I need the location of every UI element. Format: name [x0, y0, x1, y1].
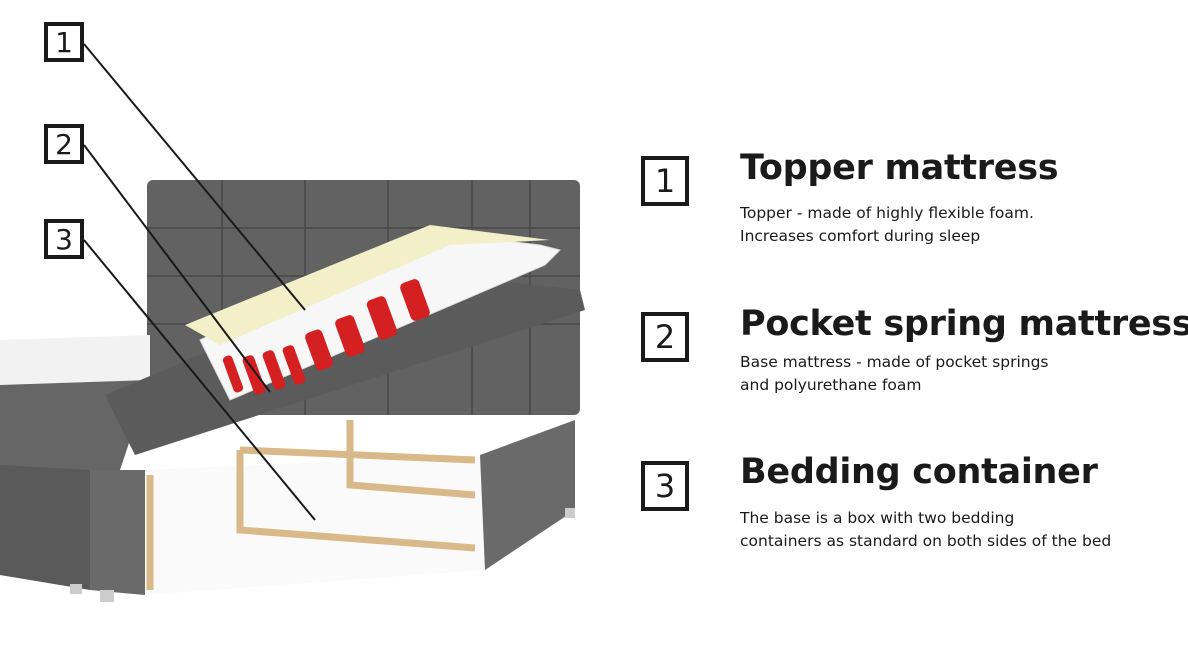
legend-number-3: 3	[641, 461, 689, 511]
legend-desc-1: Topper - made of highly flexible foam. I…	[740, 202, 1034, 248]
legend-desc-2: Base mattress - made of pocket springs a…	[740, 351, 1049, 397]
marker-2: 2	[44, 124, 84, 164]
pocket-springs	[222, 279, 430, 395]
legend-title-2: Pocket spring mattress	[740, 304, 1188, 344]
legend-title-3: Bedding container	[740, 452, 1098, 492]
bed-base	[0, 335, 575, 602]
legend-desc-3: The base is a box with two bedding conta…	[740, 507, 1111, 553]
lifted-mattress	[105, 225, 585, 455]
desc-line: Base mattress - made of pocket springs	[740, 353, 1049, 371]
wooden-frame	[146, 420, 476, 590]
desc-line: The base is a box with two bedding	[740, 509, 1015, 527]
legend-number-2: 2	[641, 312, 689, 362]
legend-title-1: Topper mattress	[740, 148, 1059, 188]
marker-1: 1	[44, 22, 84, 62]
leader-lines	[83, 43, 316, 521]
legend-number-1: 1	[641, 156, 689, 206]
marker-3: 3	[44, 219, 84, 259]
desc-line: Increases comfort during sleep	[740, 227, 981, 245]
desc-line: and polyurethane foam	[740, 376, 922, 394]
desc-line: containers as standard on both sides of …	[740, 532, 1112, 550]
desc-line: Topper - made of highly flexible foam.	[740, 204, 1034, 222]
